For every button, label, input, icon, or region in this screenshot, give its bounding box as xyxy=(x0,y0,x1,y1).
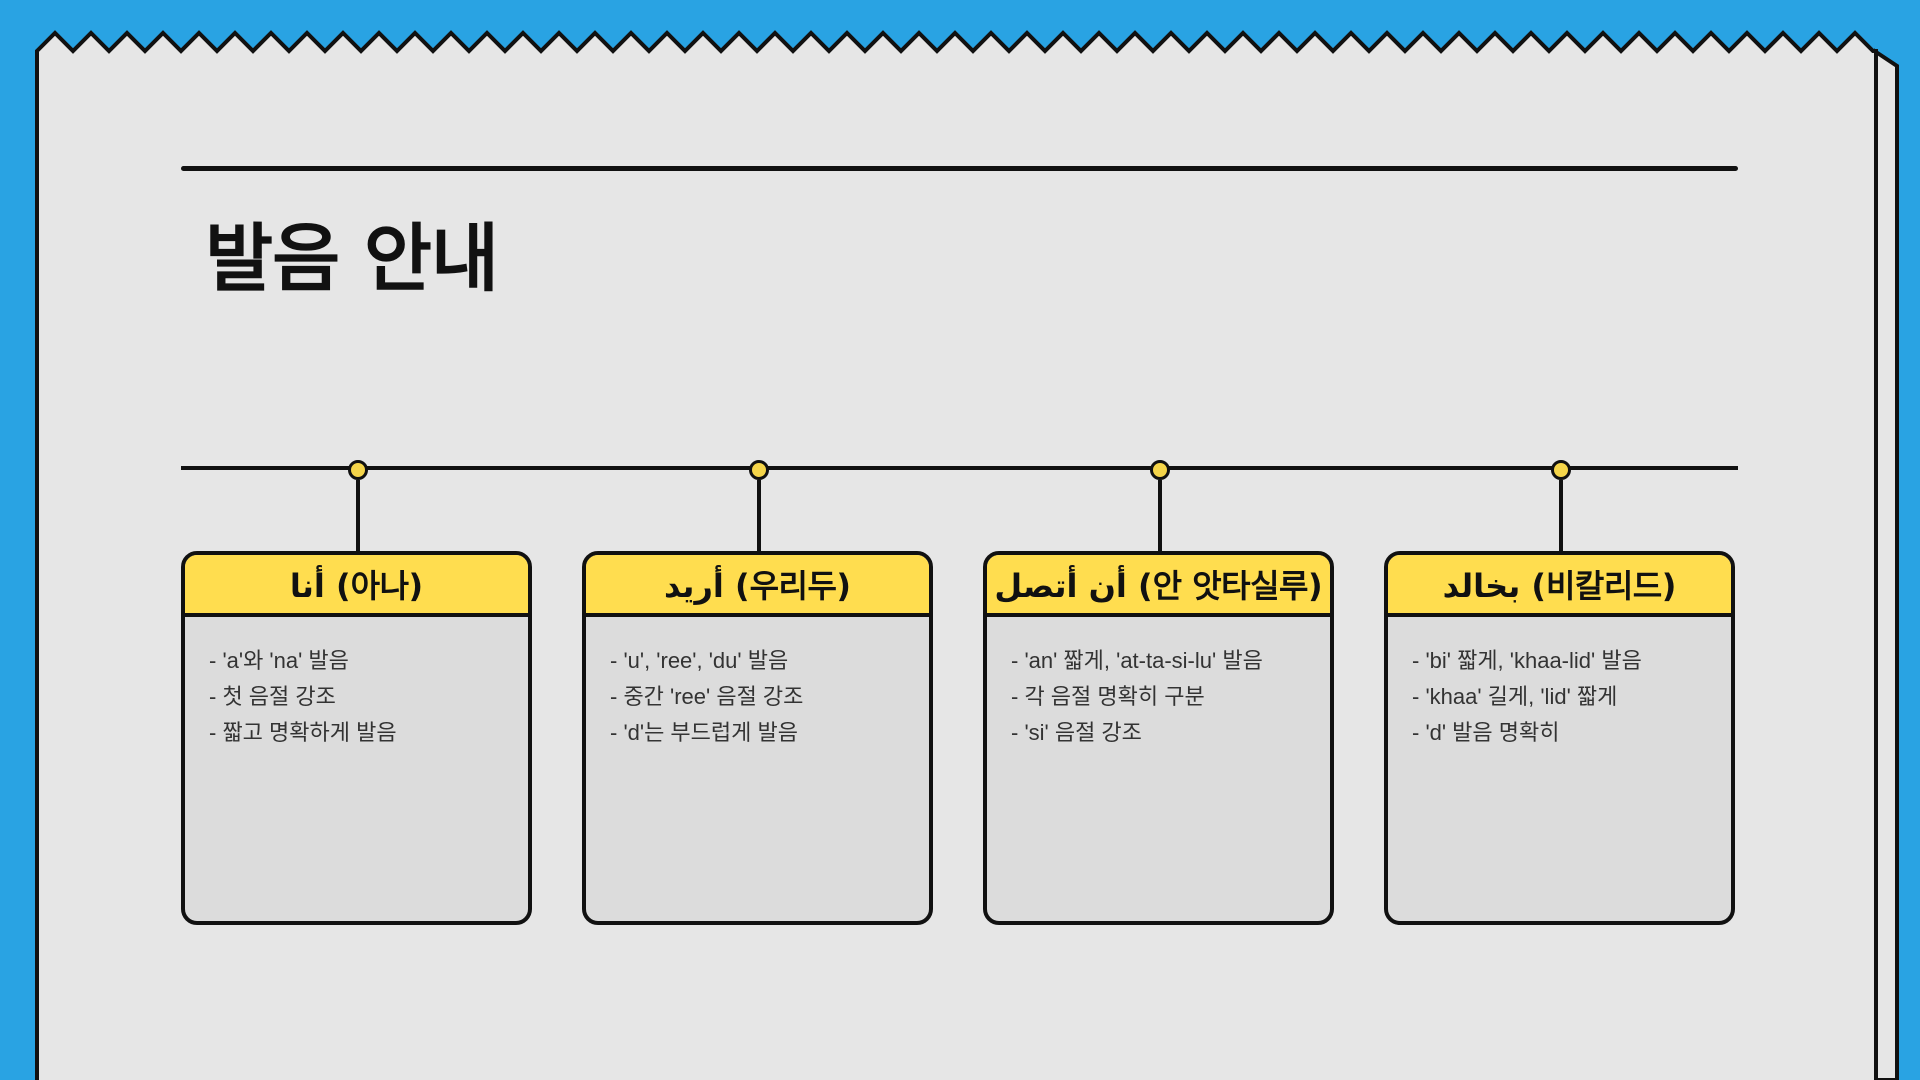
card-line: - 짧고 명확하게 발음 xyxy=(209,720,397,745)
pronunciation-card-1: أنا (아나) - 'a'와 'na' 발음 - 첫 음절 강조 - 짧고 명… xyxy=(181,551,532,925)
title-divider xyxy=(181,166,1738,171)
timeline-line xyxy=(181,466,1738,470)
timeline-stem-3 xyxy=(1158,480,1162,552)
timeline-node-2 xyxy=(749,460,769,480)
card-line: - 첫 음절 강조 xyxy=(209,684,336,709)
timeline-node-4 xyxy=(1551,460,1571,480)
card-body: - 'bi' 짧게, 'khaa-lid' 발음 - 'khaa' 길게, 'l… xyxy=(1388,617,1731,751)
card-line: - 각 음절 명확히 구분 xyxy=(1011,684,1205,709)
card-body: - 'a'와 'na' 발음 - 첫 음절 강조 - 짧고 명확하게 발음 xyxy=(185,617,528,751)
card-line: - 'an' 짧게, 'at-ta-si-lu' 발음 xyxy=(1011,648,1263,673)
timeline-node-3 xyxy=(1150,460,1170,480)
card-header: بخالد (비칼리드) xyxy=(1388,555,1731,617)
card-line: - 'bi' 짧게, 'khaa-lid' 발음 xyxy=(1412,648,1642,673)
card-line: - 'a'와 'na' 발음 xyxy=(209,648,349,673)
card-body: - 'u', 'ree', 'du' 발음 - 중간 'ree' 음절 강조 -… xyxy=(586,617,929,751)
card-body: - 'an' 짧게, 'at-ta-si-lu' 발음 - 각 음절 명확히 구… xyxy=(987,617,1330,751)
page-title: 발음 안내 xyxy=(205,216,499,302)
card-line: - 중간 'ree' 음절 강조 xyxy=(610,684,804,709)
card-line: - 'si' 음절 강조 xyxy=(1011,720,1142,745)
card-line: - 'u', 'ree', 'du' 발음 xyxy=(610,648,789,673)
pronunciation-card-3: أن أتصل (안 앗타실루) - 'an' 짧게, 'at-ta-si-lu… xyxy=(983,551,1334,925)
card-header: أنا (아나) xyxy=(185,555,528,617)
card-line: - 'khaa' 길게, 'lid' 짧게 xyxy=(1412,684,1618,709)
card-line: - 'd'는 부드럽게 발음 xyxy=(610,720,798,745)
card-header: أن أتصل (안 앗타실루) xyxy=(987,555,1330,617)
timeline-stem-2 xyxy=(757,480,761,552)
timeline-node-1 xyxy=(348,460,368,480)
timeline-stem-1 xyxy=(356,480,360,552)
pronunciation-card-2: أريد (우리두) - 'u', 'ree', 'du' 발음 - 중간 'r… xyxy=(582,551,933,925)
pronunciation-card-4: بخالد (비칼리드) - 'bi' 짧게, 'khaa-lid' 발음 - … xyxy=(1384,551,1735,925)
card-header: أريد (우리두) xyxy=(586,555,929,617)
timeline-stem-4 xyxy=(1559,480,1563,552)
card-line: - 'd' 발음 명확히 xyxy=(1412,720,1560,745)
